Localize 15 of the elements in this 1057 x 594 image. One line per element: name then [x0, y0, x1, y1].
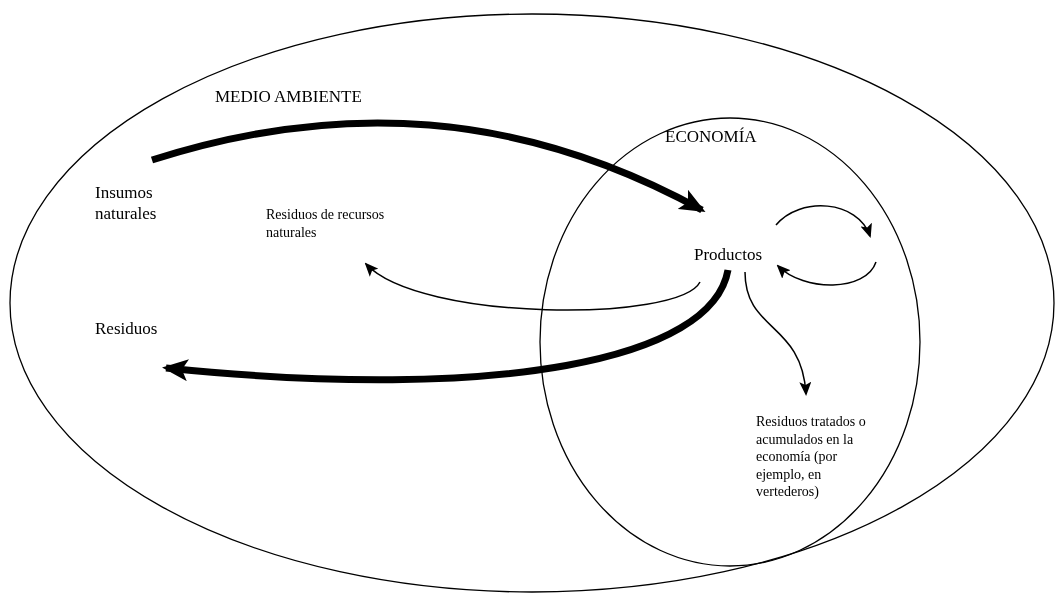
arrow	[151, 119, 706, 214]
arrow	[364, 262, 701, 311]
economy-ellipse	[540, 118, 920, 566]
arrow	[776, 261, 877, 286]
node-label: Productos	[694, 244, 763, 266]
region-heading: ECONOMÍA	[665, 126, 757, 148]
environment-ellipse	[10, 14, 1054, 592]
arrow	[162, 268, 732, 384]
node-label: Insumos naturales	[95, 182, 158, 225]
arrow	[744, 271, 811, 396]
region-heading: MEDIO AMBIENTE	[215, 86, 362, 108]
node-label: Residuos	[95, 318, 159, 340]
node-label: Residuos tratados o acumulados en la economía (por ejemplo, en vertederos)	[756, 413, 867, 501]
arrow	[775, 205, 871, 238]
node-label: Residuos de recursos naturales	[266, 206, 386, 241]
